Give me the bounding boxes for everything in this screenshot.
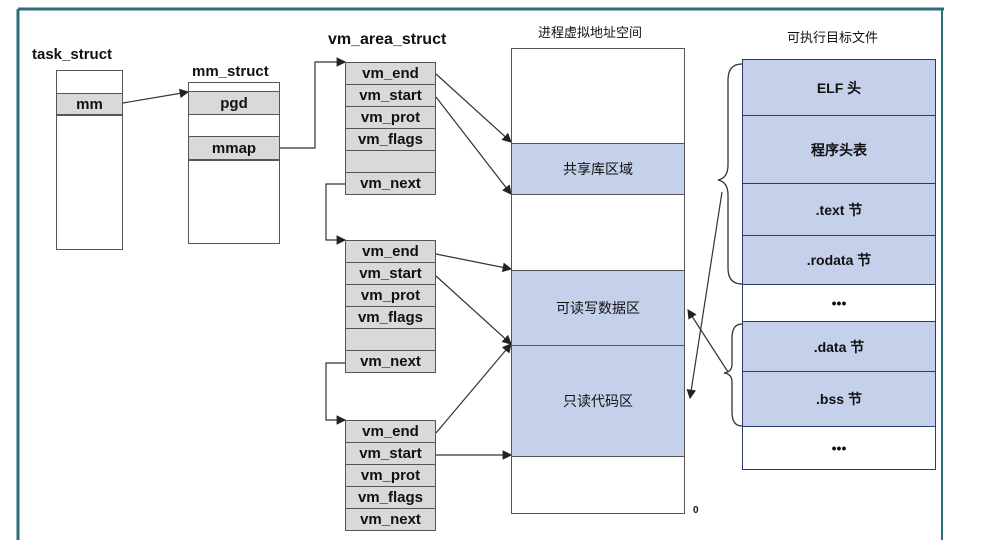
vma1-vm-end: vm_end: [345, 62, 436, 85]
vma-block-3: vm_end vm_start vm_prot vm_flags vm_next: [345, 420, 436, 531]
arrow-vma2-end: [435, 253, 513, 273]
arrow-vma2-next: [325, 362, 347, 425]
vma3-vm-prot: vm_prot: [345, 464, 436, 487]
arrow-mm-to-pgd: [122, 88, 190, 104]
section-data: .data 节: [742, 321, 936, 372]
section-text: .text 节: [742, 183, 936, 236]
arrow-data-to-rw: [687, 308, 729, 373]
arrow-mmap-to-vma1: [280, 57, 347, 149]
vma1-vm-flags: vm_flags: [345, 128, 436, 151]
region-shared-lib: 共享库区域: [511, 143, 685, 195]
mm-struct-divider: [189, 160, 279, 161]
section-rodata: .rodata 节: [742, 235, 936, 285]
title-mm-struct: mm_struct: [192, 63, 269, 80]
vma2-vm-start: vm_start: [345, 262, 436, 285]
section-program-header-table: 程序头表: [742, 115, 936, 184]
exec-file-box: ELF 头 程序头表 .text 节 .rodata 节 ••• .data 节…: [742, 59, 936, 470]
title-task-struct: task_struct: [32, 46, 113, 63]
title-vm-area-struct: vm_area_struct: [328, 31, 447, 48]
vma2-vm-end: vm_end: [345, 240, 436, 263]
vma3-vm-end: vm_end: [345, 420, 436, 443]
arrow-vma1-next: [325, 183, 347, 245]
vma2-vm-prot: vm_prot: [345, 284, 436, 307]
mm-struct-pgd-field: pgd: [188, 91, 280, 115]
region-rw-data: 可读写数据区: [511, 270, 685, 346]
vma3-vm-start: vm_start: [345, 442, 436, 465]
virtual-space-box: 共享库区域 可读写数据区 只读代码区: [511, 48, 685, 514]
arrow-vma3-end: [435, 343, 512, 434]
section-ellipsis-2: •••: [742, 426, 936, 470]
mm-struct-box: pgd mmap: [188, 82, 280, 244]
vma2-empty: [345, 328, 436, 351]
arrow-vma1-start: [435, 96, 512, 195]
section-ellipsis-1: •••: [742, 284, 936, 322]
mm-struct-mmap-field: mmap: [188, 136, 280, 160]
vma1-vm-prot: vm_prot: [345, 106, 436, 129]
vma-block-1: vm_end vm_start vm_prot vm_flags vm_next: [345, 62, 436, 195]
vma-block-2: vm_end vm_start vm_prot vm_flags vm_next: [345, 240, 436, 373]
title-virtual-space: 进程虚拟地址空间: [538, 26, 643, 41]
vma2-vm-flags: vm_flags: [345, 306, 436, 329]
arrow-text-to-code: [686, 191, 723, 400]
vma2-vm-next: vm_next: [345, 350, 436, 373]
section-bss: .bss 节: [742, 371, 936, 427]
vma3-vm-next: vm_next: [345, 508, 436, 531]
arrow-vma1-end: [435, 73, 512, 143]
task-struct-divider: [57, 115, 122, 116]
vma3-vm-flags: vm_flags: [345, 486, 436, 509]
brace-lower: [723, 323, 743, 427]
virtual-space-zero-label: 0: [693, 505, 699, 516]
vma1-vm-start: vm_start: [345, 84, 436, 107]
title-exec-file: 可执行目标文件: [787, 31, 879, 46]
brace-upper: [717, 63, 743, 285]
task-struct-box: mm: [56, 70, 123, 250]
region-ro-code: 只读代码区: [511, 345, 685, 457]
section-elf-header: ELF 头: [742, 59, 936, 116]
vma1-vm-next: vm_next: [345, 172, 436, 195]
task-struct-mm-field: mm: [56, 93, 123, 115]
vma1-empty: [345, 150, 436, 173]
arrow-vma2-start: [435, 275, 512, 345]
